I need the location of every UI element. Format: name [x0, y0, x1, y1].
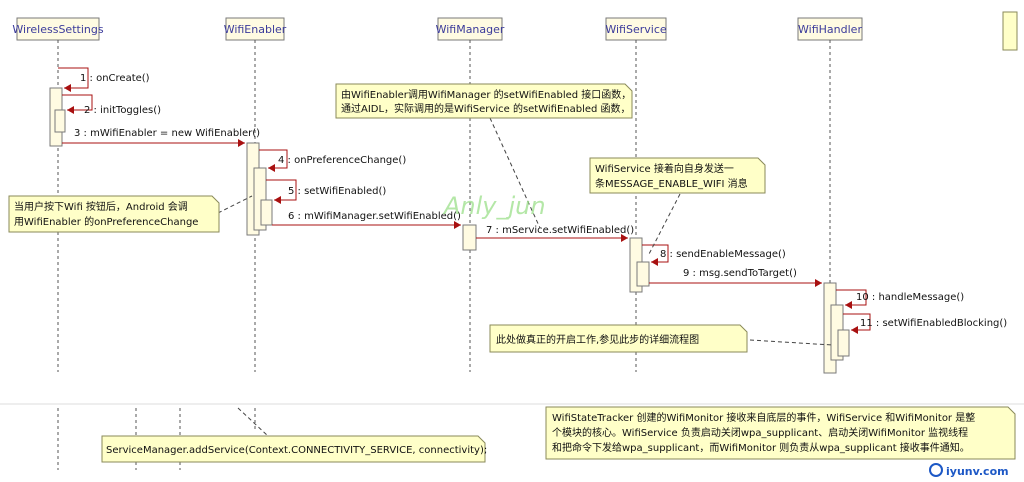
note-aidl: 由WifiEnabler调用WifiManager 的setWifiEnable…	[335, 83, 633, 119]
message-label: 5 : setWifiEnabled()	[288, 186, 386, 197]
message-10-handlemessage: 10 : handleMessage()	[836, 289, 964, 309]
message-label: 1 : onCreate()	[80, 73, 150, 84]
note-wifimonitor: WifiStateTracker 创建的WifiMonitor 接收来自底层的事…	[545, 406, 1016, 460]
lifeline-label-wifimanager: WifiManager	[436, 23, 505, 36]
globe-icon	[929, 463, 943, 477]
message-label: 3 : mWifiEnabler = new WifiEnabler()	[74, 128, 260, 139]
note-service-manager-line-1: ServiceManager.addService(Context.CONNEC…	[106, 445, 487, 456]
note-aidl-line-2: 通过AIDL，实际调用的是WifiService 的setWifiEnabled…	[341, 102, 631, 115]
message-6-wifimanager-setwifienabled: 6 : mWifiManager.setWifiEnabled()	[272, 211, 461, 229]
note-service-manager: ServiceManager.addService(Context.CONNEC…	[101, 435, 487, 463]
lifeline-label-wirelesssettings: WirelessSettings	[12, 23, 103, 36]
message-label: 2 : initToggles()	[84, 105, 161, 116]
message-label: 9 : msg.sendToTarget()	[683, 268, 797, 279]
message-label: 11 : setWifiEnabledBlocking()	[860, 318, 1007, 329]
note-send-line-1: WifiService 接着向自身发送一	[595, 162, 734, 175]
message-4-onpreferencechange: 4 : onPreferenceChange()	[259, 149, 406, 172]
note-monitor-line-1: WifiStateTracker 创建的WifiMonitor 接收来自底层的事…	[552, 411, 975, 424]
message-8-sendenablemessage: 8 : sendEnableMessage()	[642, 244, 786, 266]
watermark-text: Anly_jun	[442, 192, 546, 220]
message-11-setwifienabledblocking: 11 : setWifiEnabledBlocking()	[843, 313, 1007, 334]
message-5-setwifienabled: 5 : setWifiEnabled()	[266, 179, 386, 204]
site-watermark: iyunv.com	[926, 462, 1020, 480]
lifeline-label-wifiservice: WifiService	[605, 23, 667, 36]
activation-bars	[49, 87, 850, 374]
note-real-work: 此处做真正的开启工作,参见此步的详细流程图	[489, 324, 748, 353]
note-connectors	[217, 117, 833, 437]
site-watermark-text: iyunv.com	[946, 465, 1009, 478]
message-3-new-wifienabler: 3 : mWifiEnabler = new WifiEnabler()	[62, 128, 260, 147]
message-7-mservice-setwifienabled: 7 : mService.setWifiEnabled()	[476, 225, 634, 242]
message-2-inittoggles: 2 : initToggles()	[62, 94, 161, 116]
message-9-sendtotarget: 9 : msg.sendToTarget()	[649, 268, 822, 287]
message-label: 10 : handleMessage()	[856, 292, 964, 303]
message-label: 7 : mService.setWifiEnabled()	[486, 225, 634, 236]
lifeline-wifiservice: WifiService	[605, 17, 667, 372]
message-1-oncreate: 1 : onCreate()	[58, 67, 150, 92]
message-label: 4 : onPreferenceChange()	[278, 155, 406, 166]
note-send-line-2: 条MESSAGE_ENABLE_WIFI 消息	[595, 177, 748, 190]
lifeline-label-wifihandler: WifiHandler	[798, 23, 862, 36]
note-aidl-line-1: 由WifiEnabler调用WifiManager 的setWifiEnable…	[341, 88, 631, 101]
note-send-message: WifiService 接着向自身发送一 条MESSAGE_ENABLE_WIF…	[589, 157, 766, 194]
lifeline-label-wifienabler: WifiEnabler	[224, 23, 287, 36]
note-real-line-1: 此处做真正的开启工作,参见此步的详细流程图	[496, 333, 699, 346]
message-label: 8 : sendEnableMessage()	[660, 249, 786, 260]
partial-note-top-right	[1002, 11, 1018, 51]
note-monitor-line-3: 和把命令下发给wpa_supplicant，而WifiMonitor 则负责从w…	[552, 441, 970, 454]
note-user-press: 当用户按下Wifi 按钮后，Android 会调 用WifiEnabler 的o…	[8, 195, 220, 233]
note-press-line-2: 用WifiEnabler 的onPreferenceChange	[14, 215, 198, 228]
message-label: 6 : mWifiManager.setWifiEnabled()	[288, 211, 461, 222]
lifeline-wirelesssettings: WirelessSettings	[12, 17, 104, 372]
note-monitor-line-2: 个模块的核心。WifiService 负责启动关闭wpa_supplicant、…	[552, 426, 968, 439]
lifeline-wifienabler: WifiEnabler	[224, 17, 287, 372]
note-press-line-1: 当用户按下Wifi 按钮后，Android 会调	[14, 200, 188, 213]
